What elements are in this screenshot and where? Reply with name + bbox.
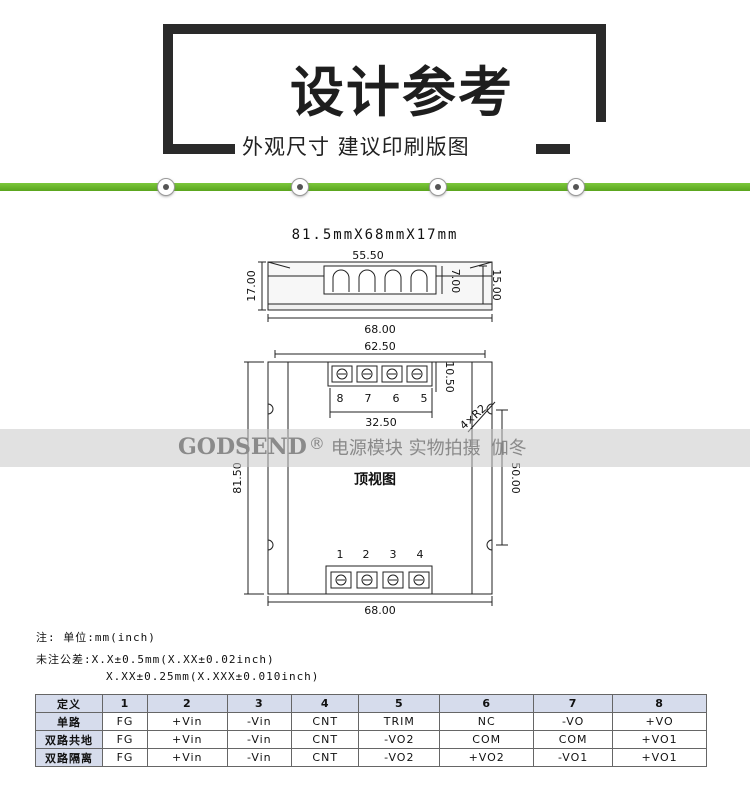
header-frame-bottom-right — [536, 144, 570, 154]
divider-dot — [430, 179, 446, 195]
note-tolerance-fine: X.XX±0.25mm(X.XXX±0.010inch) — [106, 670, 320, 683]
table-header-cell: 定义 — [35, 694, 103, 713]
table-row: 双路共地 FG +Vin -Vin CNT -VO2 COM COM +VO1 — [35, 730, 707, 749]
table-header-row: 定义 1 2 3 4 5 6 7 8 — [35, 694, 707, 713]
table-cell: -VO2 — [358, 748, 441, 767]
watermark-brand: GODSEND — [178, 434, 307, 460]
table-header-cell: 8 — [612, 694, 707, 713]
table-cell: +Vin — [147, 730, 228, 749]
table-cell: -VO1 — [533, 748, 614, 767]
bottom-pin-number: 4 — [417, 548, 424, 561]
side-view: 55.50 17.00 7.00 15.00 68.00 — [245, 249, 503, 336]
page-title: 设计参考 — [290, 61, 514, 124]
table-header-cell: 2 — [147, 694, 228, 713]
watermark: GODSEND® 电源模块 实物拍摄伽冬 — [178, 434, 527, 460]
table-header-cell: 6 — [439, 694, 535, 713]
overall-dimensions: 81.5mmX68mmX17mm — [291, 227, 459, 243]
table-row-label: 双路共地 — [35, 730, 103, 749]
table-cell: -VO — [533, 712, 614, 731]
table-cell: TRIM — [358, 712, 441, 731]
page-subtitle: 外观尺寸 建议印刷版图 — [242, 135, 470, 159]
side-dim-height-left: 17.00 — [245, 270, 258, 302]
header-frame-top — [163, 24, 606, 34]
table-header-cell: 1 — [101, 694, 149, 713]
table-row-label: 单路 — [35, 712, 103, 731]
table-cell: NC — [439, 712, 535, 731]
side-dim-bottom: 68.00 — [364, 323, 396, 336]
divider-dot — [568, 179, 584, 195]
table-cell: COM — [439, 730, 535, 749]
top-dim-left: 81.50 — [231, 462, 244, 494]
bottom-pin-number: 2 — [363, 548, 370, 561]
registered-icon: ® — [308, 434, 325, 453]
top-pin-number: 6 — [393, 392, 400, 405]
table-cell: -Vin — [226, 712, 293, 731]
bottom-pin-number: 3 — [390, 548, 397, 561]
table-cell: +VO1 — [612, 748, 707, 767]
table-header-cell: 4 — [291, 694, 360, 713]
header-frame-bottom-left — [163, 144, 235, 154]
pin-definition-table: 定义 1 2 3 4 5 6 7 8 单路 FG +Vin -Vin CNT T… — [35, 694, 707, 767]
table-cell: CNT — [291, 712, 360, 731]
top-dim-pitch: 32.50 — [365, 416, 397, 429]
table-cell: CNT — [291, 730, 360, 749]
table-row: 双路隔离 FG +Vin -Vin CNT -VO2 +VO2 -VO1 +VO… — [35, 748, 707, 767]
divider-dot — [158, 179, 174, 195]
top-dim-right: 50.00 — [509, 462, 522, 494]
top-pin-number: 5 — [421, 392, 428, 405]
dimension-drawing: 55.50 17.00 7.00 15.00 68.00 — [231, 249, 522, 617]
side-dim-height-right: 15.00 — [490, 269, 503, 301]
table-cell: +Vin — [147, 712, 228, 731]
side-dim-top: 55.50 — [352, 249, 384, 262]
table-cell: FG — [101, 748, 149, 767]
watermark-text: 电源模块 实物拍摄 — [330, 438, 481, 459]
table-cell: COM — [533, 730, 614, 749]
divider-line — [0, 183, 750, 191]
table-cell: +VO — [612, 712, 707, 731]
top-dim-bottom: 68.00 — [364, 604, 396, 617]
watermark-band — [0, 429, 750, 467]
header-frame-left — [163, 24, 173, 154]
note-tolerance: 未注公差:X.X±0.5mm(X.XX±0.02inch) — [36, 653, 275, 666]
divider-dot — [292, 179, 308, 195]
top-pin-number: 7 — [365, 392, 372, 405]
table-cell: FG — [101, 730, 149, 749]
table-header-cell: 7 — [533, 694, 614, 713]
table-cell: FG — [101, 712, 149, 731]
top-pin-number: 8 — [337, 392, 344, 405]
top-view: 62.50 10.50 8 7 6 5 — [231, 340, 522, 617]
bottom-pin-number: 1 — [337, 548, 344, 561]
table-cell: +VO2 — [439, 748, 535, 767]
table-row: 单路 FG +Vin -Vin CNT TRIM NC -VO +VO — [35, 712, 707, 731]
table-header-cell: 5 — [358, 694, 441, 713]
top-dim-top: 62.50 — [364, 340, 396, 353]
watermark-author: 伽冬 — [490, 438, 527, 459]
table-cell: -VO2 — [358, 730, 441, 749]
table-cell: +VO1 — [612, 730, 707, 749]
side-dim-terminal: 7.00 — [449, 269, 462, 294]
table-row-label: 双路隔离 — [35, 748, 103, 767]
header-frame-right — [596, 24, 606, 122]
top-view-label: 顶视图 — [354, 471, 396, 488]
table-header-cell: 3 — [226, 694, 293, 713]
table-cell: +Vin — [147, 748, 228, 767]
table-cell: CNT — [291, 748, 360, 767]
note-unit: 注: 单位:mm(inch) — [36, 631, 156, 644]
table-cell: -Vin — [226, 730, 293, 749]
table-cell: -Vin — [226, 748, 293, 767]
top-dim-terminal-height: 10.50 — [443, 361, 456, 393]
